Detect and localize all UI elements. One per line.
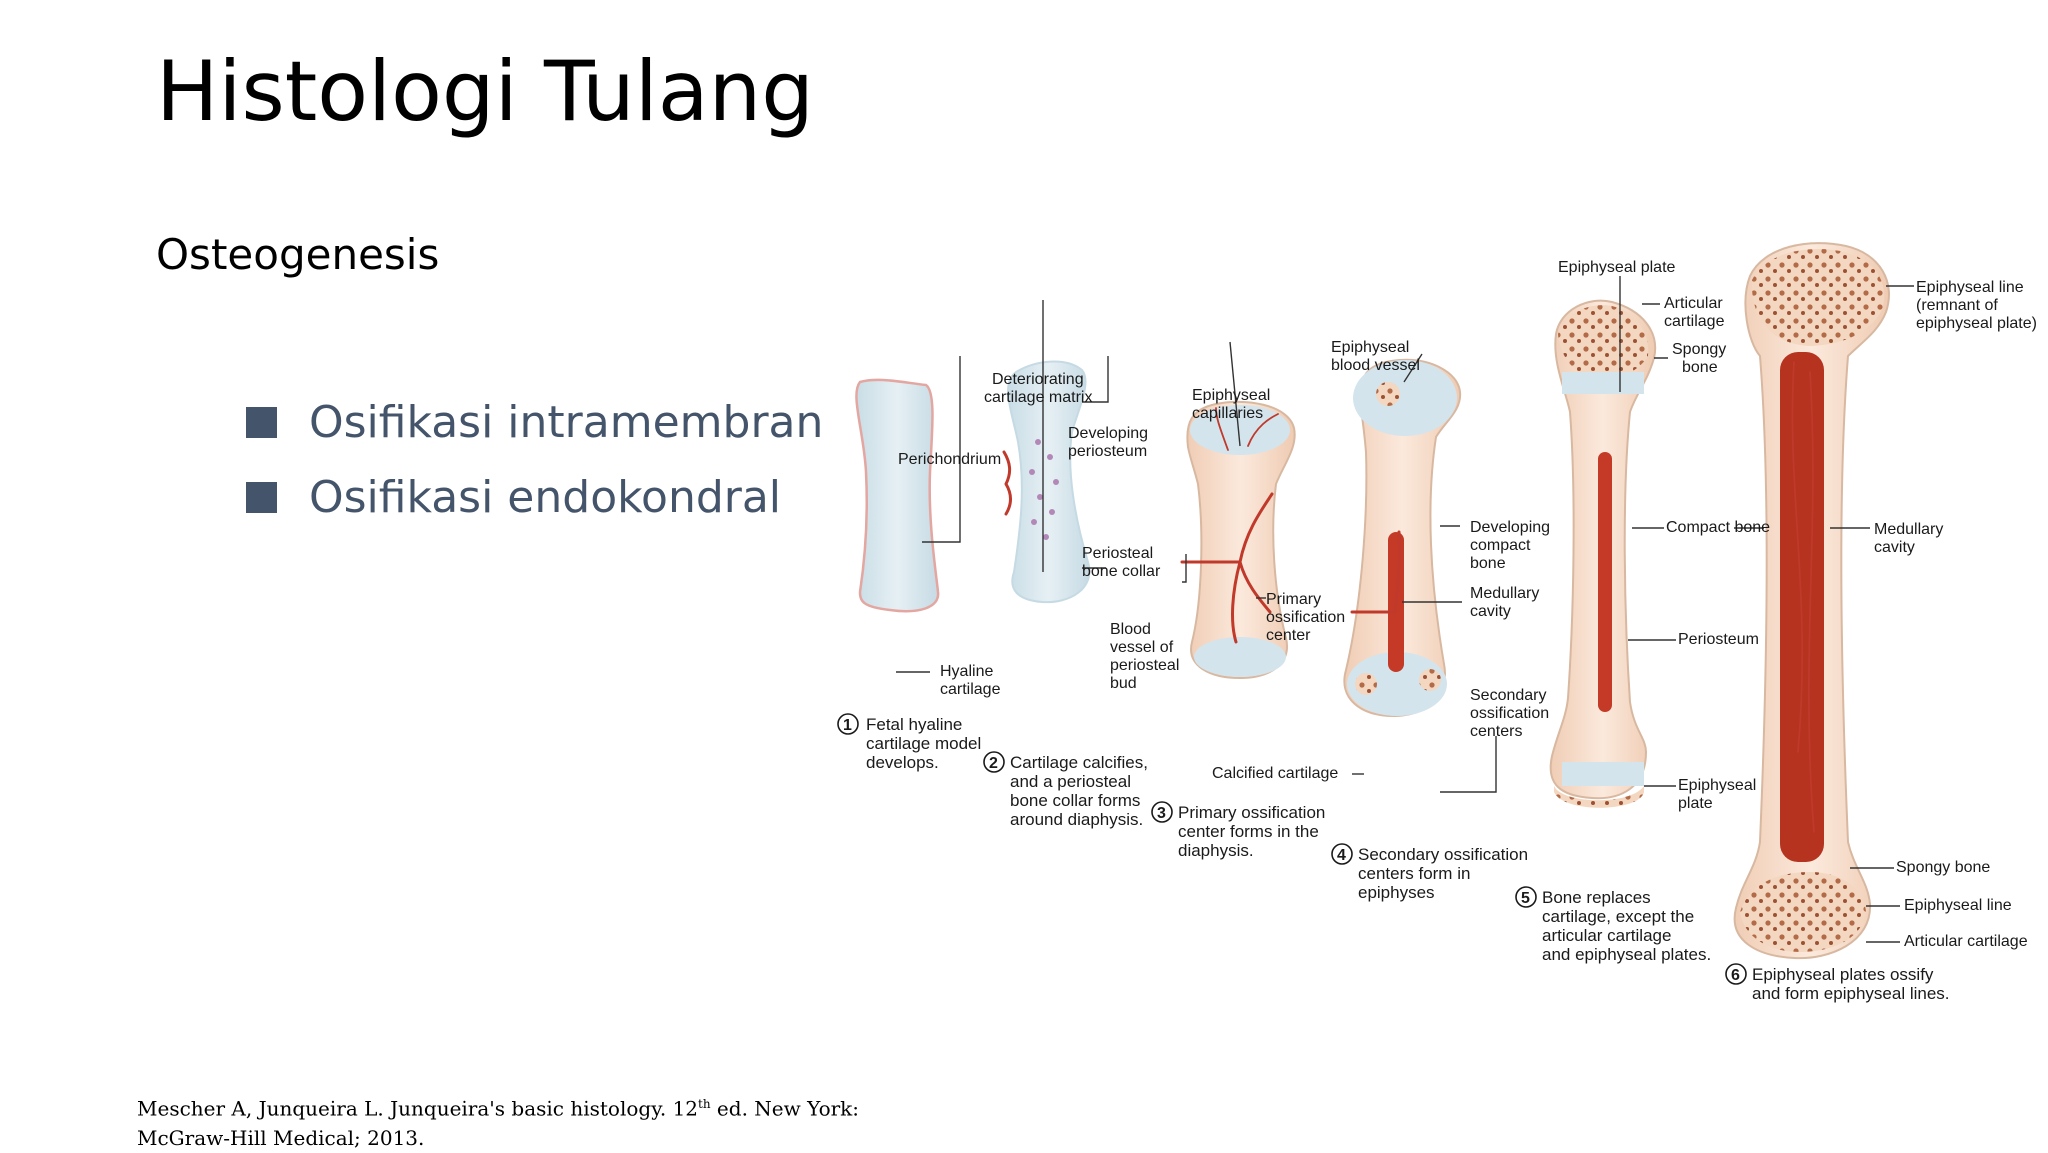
label-periosteal-collar: Periosteal (1082, 545, 1153, 562)
label-developing-compact-2: compact (1470, 537, 1531, 554)
label-developing-compact: Developing (1470, 519, 1550, 536)
label-spongy-5: Spongy (1672, 341, 1726, 358)
label-hyaline-2: cartilage (940, 681, 1001, 698)
label-epiphyseal-line-6: Epiphyseal line (1904, 897, 2012, 914)
label-articular-5: Articular (1664, 295, 1723, 312)
citation-main: Mescher A, Junqueira L. Junqueira's basi… (137, 1096, 699, 1121)
bullet-item: Osifikasi endokondral (246, 460, 823, 535)
step-text: develops. (866, 753, 939, 772)
step-text: diaphysis. (1178, 841, 1254, 860)
label-epiphyseal-vessel-2: blood vessel (1331, 357, 1420, 374)
label-articular-6: Articular cartilage (1904, 933, 2028, 950)
label-deteriorating: Deteriorating (992, 371, 1084, 388)
label-blood-vessel-4: bud (1110, 675, 1137, 692)
step-1: 1 Fetal hyaline cartilage model develops… (837, 713, 981, 772)
step-number: 5 (1521, 890, 1530, 907)
label-periosteal-collar-2: bone collar (1082, 563, 1161, 580)
label-epiphyseal-plate-5: Epiphyseal (1678, 777, 1756, 794)
step-6: 6 Epiphyseal plates ossify and form epip… (1725, 963, 1950, 1003)
step-2: 2 Cartilage calcifies, and a periosteal … (983, 751, 1148, 829)
label-epiphyseal-line-top-2: (remnant of (1916, 297, 1998, 314)
label-compact-bone: Compact bone (1666, 519, 1770, 536)
label-medullary-6-2: cavity (1874, 539, 1915, 556)
step-3: 3 Primary ossification center forms in t… (1151, 801, 1325, 860)
bullet-list: Osifikasi intramembran Osifikasi endokon… (246, 385, 823, 535)
label-developing-periosteum-2: periosteum (1068, 443, 1147, 460)
label-secondary-centers-3: centers (1470, 723, 1522, 740)
label-epiphyseal-plate-5-2: plate (1678, 795, 1713, 812)
step-text: centers form in (1358, 864, 1470, 883)
step-text: Bone replaces (1542, 888, 1651, 907)
label-primary-center: Primary (1266, 591, 1321, 608)
label-primary-center-2: ossification (1266, 609, 1345, 626)
reference-citation: Mescher A, Junqueira L. Junqueira's basi… (137, 1090, 957, 1153)
label-blood-vessel-2: vessel of (1110, 639, 1174, 656)
stage-1-cartilage-model (855, 378, 940, 613)
label-developing-periosteum: Developing (1068, 425, 1148, 442)
label-epiphyseal-capillaries: Epiphyseal (1192, 387, 1270, 404)
citation-superscript: th (698, 1097, 711, 1111)
step-4: 4 Secondary ossification centers form in… (1331, 843, 1528, 902)
stage-6-mature-bone (1733, 242, 1890, 960)
step-text: center forms in the (1178, 822, 1319, 841)
step-number: 3 (1157, 805, 1166, 822)
label-calcified-cartilage: Calcified cartilage (1212, 765, 1338, 782)
label-periosteum: Periosteum (1678, 631, 1759, 648)
step-text: bone collar forms (1010, 791, 1140, 810)
label-epiphyseal-vessel: Epiphyseal (1331, 339, 1409, 356)
slide-subtitle: Osteogenesis (156, 230, 440, 279)
stage-3-primary-center (1180, 400, 1296, 680)
label-epiphyseal-line-top: Epiphyseal line (1916, 279, 2024, 296)
step-text: and a periosteal (1010, 772, 1131, 791)
bullet-text: Osifikasi endokondral (309, 472, 782, 523)
step-text: articular cartilage (1542, 926, 1671, 945)
slide-title: Histologi Tulang (156, 43, 814, 140)
label-blood-vessel: Blood (1110, 621, 1151, 638)
square-bullet-icon (246, 407, 277, 438)
step-5: 5 Bone replaces cartilage, except the ar… (1515, 886, 1711, 964)
label-spongy-6: Spongy bone (1896, 859, 1990, 876)
step-text: cartilage, except the (1542, 907, 1694, 926)
step-text: Cartilage calcifies, (1010, 753, 1148, 772)
citation-tail: ed. New York: McGraw-Hill Medical; 2013. (137, 1096, 860, 1150)
label-epiphyseal-plate-top: Epiphyseal plate (1558, 259, 1676, 276)
label-medullary-4-2: cavity (1470, 603, 1511, 620)
label-secondary-centers-2: ossification (1470, 705, 1549, 722)
stage-5-bone-replaces (1549, 299, 1657, 808)
step-text: Fetal hyaline (866, 715, 962, 734)
step-text: around diaphysis. (1010, 810, 1143, 829)
step-text: and epiphyseal plates. (1542, 945, 1711, 964)
step-number: 1 (843, 717, 852, 734)
label-medullary-4: Medullary (1470, 585, 1539, 602)
stage-4-secondary-centers (1343, 358, 1462, 718)
step-number: 6 (1731, 967, 1740, 984)
bullet-text: Osifikasi intramembran (309, 397, 824, 448)
step-number: 4 (1337, 847, 1346, 864)
step-text: and form epiphyseal lines. (1752, 984, 1950, 1003)
label-epiphyseal-capillaries-2: capillaries (1192, 405, 1263, 422)
label-hyaline: Hyaline (940, 663, 993, 680)
label-articular-5-2: cartilage (1664, 313, 1725, 330)
step-text: Primary ossification (1178, 803, 1325, 822)
square-bullet-icon (246, 482, 277, 513)
endochondral-ossification-figure: Perichondrium Hyaline cartilage Deterior… (700, 232, 2048, 1012)
label-epiphyseal-line-top-3: epiphyseal plate) (1916, 315, 2037, 332)
bone-development-diagram: Perichondrium Hyaline cartilage Deterior… (837, 242, 2037, 1003)
step-text: cartilage model (866, 734, 981, 753)
label-blood-vessel-3: periosteal (1110, 657, 1179, 674)
step-text: Secondary ossification (1358, 845, 1528, 864)
label-deteriorating-2: cartilage matrix (984, 389, 1092, 406)
step-number: 2 (989, 755, 998, 772)
label-primary-center-3: center (1266, 627, 1311, 644)
step-text: Epiphyseal plates ossify (1752, 965, 1934, 984)
label-developing-compact-3: bone (1470, 555, 1506, 572)
label-spongy-5-2: bone (1682, 359, 1718, 376)
bullet-item: Osifikasi intramembran (246, 385, 823, 460)
step-text: epiphyses (1358, 883, 1435, 902)
stage-2-calcified-model (1002, 360, 1091, 604)
label-secondary-centers: Secondary (1470, 687, 1547, 704)
label-perichondrium: Perichondrium (898, 451, 1001, 468)
label-medullary-6: Medullary (1874, 521, 1943, 538)
